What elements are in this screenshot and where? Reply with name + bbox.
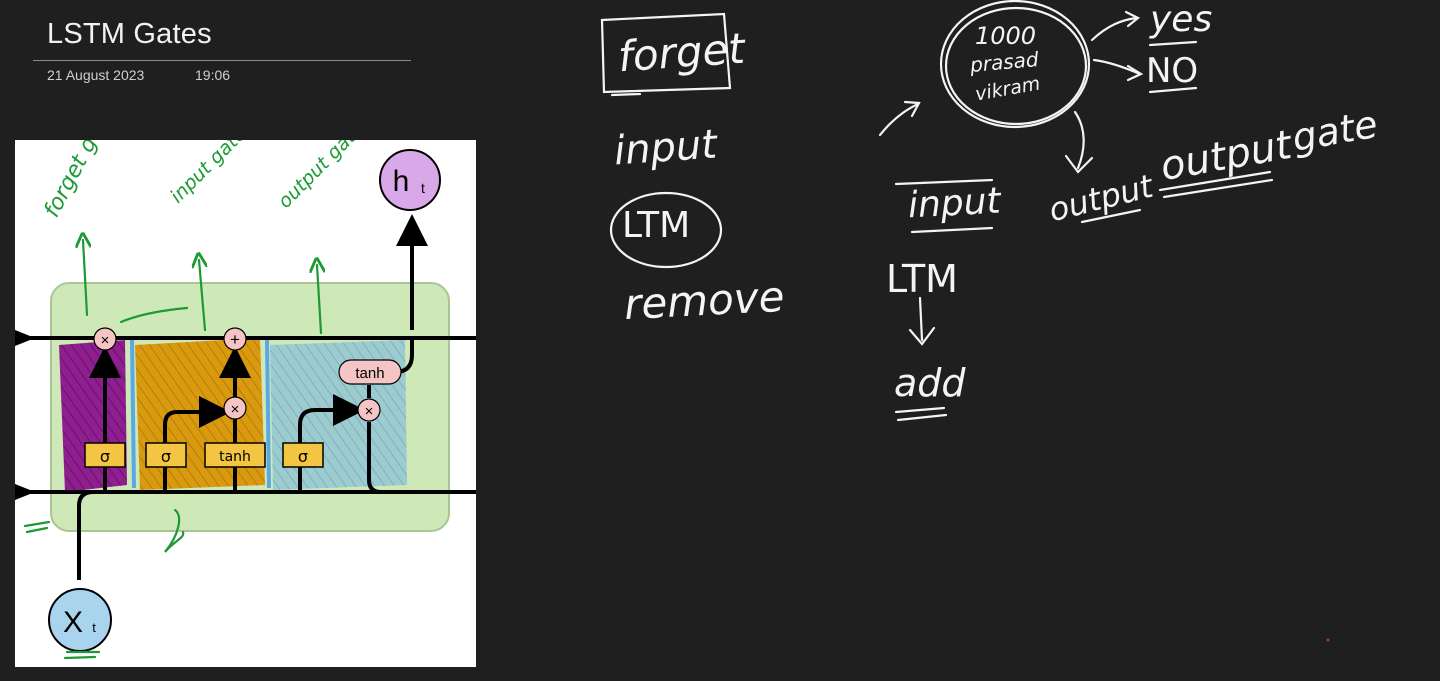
bubble-line-1: 1000 bbox=[975, 22, 1037, 50]
lstm-diagram-svg: σ σ tanh σ × + × × tanh h t X t bbox=[15, 101, 476, 660]
note-yes: yes bbox=[1150, 0, 1213, 40]
note-gate: gate bbox=[1288, 101, 1381, 161]
note-ltm-2: LTM bbox=[886, 257, 958, 301]
svg-text:×: × bbox=[365, 403, 374, 420]
output-multiply-node bbox=[357, 398, 381, 422]
annot-output-gate: output gate bbox=[274, 140, 368, 213]
output-sigma-label: σ bbox=[298, 447, 308, 466]
red-dot bbox=[1326, 638, 1330, 642]
svg-text:X: X bbox=[63, 606, 83, 639]
svg-text:t: t bbox=[92, 620, 96, 635]
bubble-line-2: prasad bbox=[969, 47, 1040, 77]
note-output-1: output bbox=[1044, 166, 1157, 230]
bubble-line-3: vikram bbox=[973, 72, 1042, 106]
page-time: 19:06 bbox=[195, 67, 231, 83]
svg-text:t: t bbox=[421, 180, 425, 196]
input-sigma-label: σ bbox=[161, 447, 171, 466]
page-title: LSTM Gates bbox=[47, 18, 212, 50]
note-forget: forget bbox=[616, 23, 747, 82]
output-sigma-box bbox=[282, 442, 324, 468]
note-input: input bbox=[612, 121, 719, 175]
svg-text:×: × bbox=[231, 401, 240, 418]
svg-text:×: × bbox=[101, 332, 110, 349]
output-tanh-pill bbox=[338, 359, 402, 385]
note-no: NO bbox=[1146, 51, 1199, 91]
forget-sigma-label: σ bbox=[100, 447, 110, 466]
note-add: add bbox=[894, 361, 966, 405]
svg-text:+: + bbox=[230, 330, 240, 349]
forget-multiply-node bbox=[93, 327, 117, 351]
forget-region bbox=[59, 340, 127, 492]
h-t-node bbox=[379, 149, 441, 211]
svg-text:h: h bbox=[393, 165, 410, 198]
note-remove: remove bbox=[622, 271, 786, 330]
title-divider bbox=[33, 60, 411, 61]
note-ltm: LTM bbox=[622, 205, 691, 246]
input-tanh-box bbox=[204, 442, 266, 468]
lstm-diagram-image[interactable]: σ σ tanh σ × + × × tanh h t X t bbox=[15, 101, 476, 667]
annot-forget-gate: forget gate bbox=[40, 140, 120, 222]
cell-add-node bbox=[223, 327, 247, 351]
input-sigma-box bbox=[145, 442, 187, 468]
input-tanh-label: tanh bbox=[219, 449, 251, 465]
page-date: 21 August 2023 bbox=[47, 67, 145, 83]
forget-sigma-box bbox=[84, 442, 126, 468]
svg-text:tanh: tanh bbox=[355, 365, 384, 382]
input-multiply-node bbox=[223, 396, 247, 420]
annot-input-gate: input gate bbox=[166, 140, 251, 208]
note-input-2: input bbox=[906, 180, 1002, 227]
note-output-2: output bbox=[1157, 121, 1295, 191]
green-annotations bbox=[23, 240, 321, 660]
